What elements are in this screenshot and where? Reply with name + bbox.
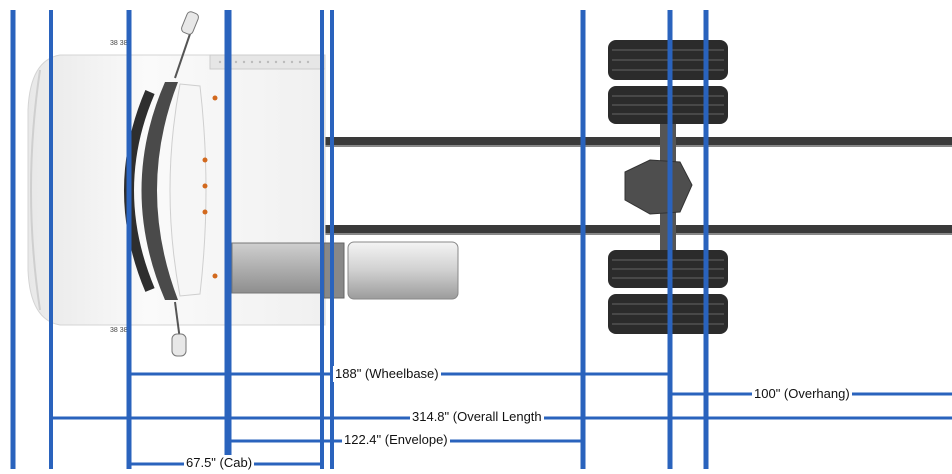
badge-bottom: 38 38 xyxy=(110,327,128,334)
badge-top: 38 38 xyxy=(110,40,128,47)
frame-rail-bottom xyxy=(320,225,952,233)
overhang-label: 100" (Overhang) xyxy=(752,386,852,402)
windshield xyxy=(141,82,178,300)
differential xyxy=(624,159,693,215)
frame-rail-top xyxy=(320,137,952,145)
mirror-top xyxy=(174,11,199,79)
envelope-label: 122.4" (Envelope) xyxy=(342,432,450,448)
battery-box xyxy=(231,242,345,299)
marker-lights xyxy=(202,95,218,279)
wheelbase-label: 188" (Wheelbase) xyxy=(333,366,441,382)
overall-length-label: 314.8" (Overall Length xyxy=(410,409,544,425)
mirror-bottom xyxy=(171,301,187,357)
cab-label: 67.5" (Cab) xyxy=(184,455,255,471)
fuel-tank xyxy=(347,241,459,300)
cab-body: 38 38 38 38 xyxy=(27,11,326,357)
